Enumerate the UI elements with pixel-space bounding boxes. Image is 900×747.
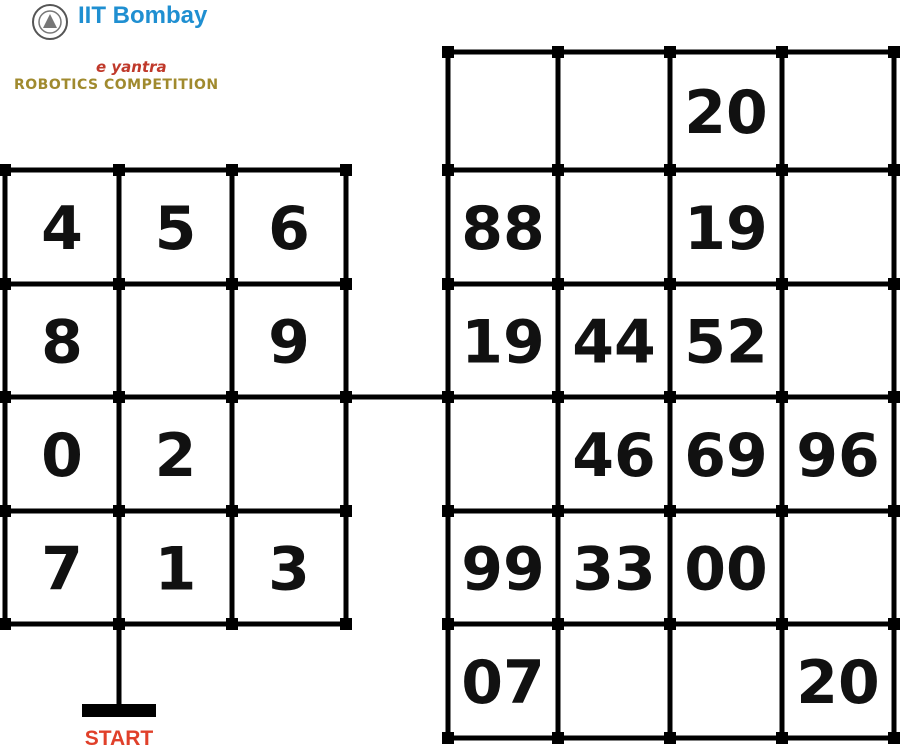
right-grid-cell-number: 69 (684, 421, 768, 491)
grid-node (0, 618, 11, 630)
right-grid-cell-number: 20 (796, 648, 880, 718)
grid-node (113, 505, 125, 517)
grid-node (113, 391, 125, 403)
grid-node (442, 618, 454, 630)
grid-node (664, 391, 676, 403)
grid-node (0, 164, 11, 176)
iit-bombay-seal-icon (32, 4, 68, 40)
grid-node (664, 46, 676, 58)
grid-node (664, 618, 676, 630)
brand-logo-text: e yantra (96, 58, 167, 76)
left-grid-cell-number: 3 (268, 535, 310, 605)
left-grid-cell-number: 0 (41, 421, 83, 491)
right-grid-cell-number: 00 (684, 535, 768, 605)
grid-node (226, 618, 238, 630)
right-grid-cell-number: 46 (572, 421, 656, 491)
grid-node (226, 278, 238, 290)
grid-node (113, 164, 125, 176)
grid-node (664, 164, 676, 176)
grid-node (664, 732, 676, 744)
grid-node (776, 46, 788, 58)
grid-node (340, 164, 352, 176)
right-grid-cell-number: 96 (796, 421, 880, 491)
right-grid-cell-number: 20 (684, 78, 768, 148)
grid-node (226, 391, 238, 403)
grid-node (113, 618, 125, 630)
right-grid-cell-number: 19 (684, 194, 768, 264)
grid-node (664, 505, 676, 517)
left-grid-cell-number: 2 (155, 421, 197, 491)
grid-node (776, 164, 788, 176)
grid-node (226, 505, 238, 517)
left-grid-cell-number: 9 (268, 308, 310, 378)
cell-numbers: 4 5 6 8 9 0 2 7 1 3 20 88 19 19 44 52 46 69 96 99 33 00 07 20 (41, 78, 880, 718)
grid-node (888, 505, 900, 517)
grid-node (776, 618, 788, 630)
right-grid-cell-number: 52 (684, 308, 768, 378)
grid-node (0, 505, 11, 517)
grid-node (552, 391, 564, 403)
grid-node (552, 732, 564, 744)
grid-node (0, 391, 11, 403)
grid-node (340, 391, 352, 403)
grid-node (0, 278, 11, 290)
grid-node (340, 618, 352, 630)
grid-node (888, 391, 900, 403)
grid-node (776, 278, 788, 290)
grid-node (888, 618, 900, 630)
left-grid-cell-number: 5 (155, 194, 197, 264)
competition-name: ROBOTICS COMPETITION (14, 77, 219, 93)
grid-node (552, 278, 564, 290)
grid-node (552, 505, 564, 517)
start-label: START (85, 727, 154, 747)
grid-node (552, 46, 564, 58)
grid-node (776, 505, 788, 517)
left-grid-cell-number: 6 (268, 194, 310, 264)
grid-node (888, 278, 900, 290)
left-grid-cell-number: 4 (41, 194, 83, 264)
left-grid-cell-number: 1 (155, 535, 197, 605)
left-grid-cell-number: 7 (41, 535, 83, 605)
grid-node (888, 732, 900, 744)
right-grid-cell-number: 33 (572, 535, 656, 605)
right-grid-cell-number: 88 (461, 194, 545, 264)
grid-node (442, 46, 454, 58)
grid-node (552, 164, 564, 176)
right-grid-cell-number: 19 (461, 308, 545, 378)
grid-node (442, 732, 454, 744)
grid-node (664, 278, 676, 290)
right-grid-cell-number: 44 (572, 308, 656, 378)
start-bar (82, 704, 156, 717)
grid-node (776, 391, 788, 403)
header: IIT Bombay e yantra ROBOTICS COMPETITION (0, 0, 300, 110)
grid-node (442, 164, 454, 176)
grid-node (340, 278, 352, 290)
right-grid-cell-number: 99 (461, 535, 545, 605)
right-grid-cell-number: 07 (461, 648, 545, 718)
grid-node (442, 391, 454, 403)
grid-node (442, 278, 454, 290)
grid-node (776, 732, 788, 744)
grid-node (888, 46, 900, 58)
grid-node (340, 505, 352, 517)
grid-node (226, 164, 238, 176)
grid-node (442, 505, 454, 517)
institution-name: IIT Bombay (78, 2, 208, 29)
grid-node (888, 164, 900, 176)
grid-node (113, 278, 125, 290)
left-grid-cell-number: 8 (41, 308, 83, 378)
grid-node (552, 618, 564, 630)
grid-nodes (0, 46, 900, 744)
